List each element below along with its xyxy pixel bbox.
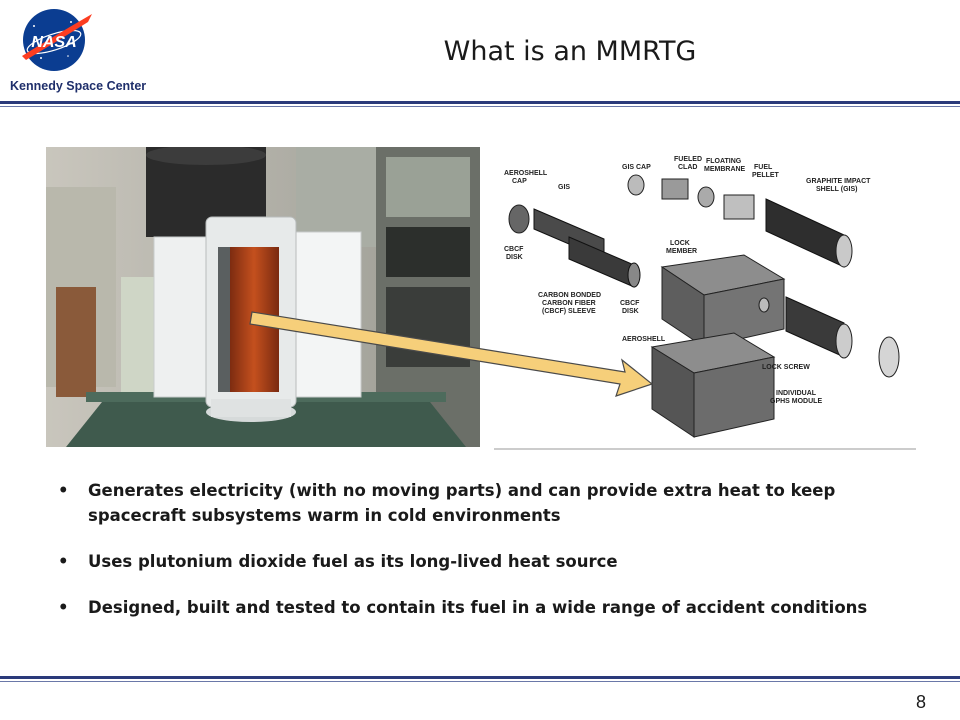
footer-rule-thin (0, 681, 960, 682)
bullet-marker: • (58, 481, 69, 500)
diagram-label: LOCK SCREW (762, 364, 810, 371)
footer-rule (0, 676, 960, 679)
bullet-text: Generates electricity (with no moving pa… (88, 481, 836, 525)
slide-title: What is an MMRTG (443, 36, 697, 67)
bullet-marker: • (58, 598, 69, 617)
diagram-label: GRAPHITE IMPACT (806, 178, 871, 185)
bullet-item: • Generates electricity (with no moving … (58, 478, 928, 528)
diagram-label: FUELED (674, 156, 702, 163)
diagram-label: CBCF (504, 246, 524, 253)
diagram-label: CARBON FIBER (542, 300, 596, 307)
diagram-label: CARBON BONDED (538, 292, 601, 299)
bullet-marker: • (58, 552, 69, 571)
diagram-label: MEMBER (666, 248, 697, 255)
diagram-label: SHELL (GIS) (816, 186, 857, 193)
bullet-text: Uses plutonium dioxide fuel as its long-… (88, 552, 618, 571)
diagram-label: DISK (506, 254, 523, 261)
diagram-label: GIS CAP (622, 164, 651, 171)
diagram-label: AEROSHELL (622, 336, 666, 343)
nasa-logo: NASA (16, 6, 96, 74)
header-rule-thin (0, 106, 960, 107)
center-name: Kennedy Space Center (10, 79, 147, 93)
gphs-exploded-diagram: AEROSHELL CAP GIS GIS CAP FUELED CLAD FL… (494, 147, 916, 450)
diagram-label: MEMBRANE (704, 166, 746, 173)
diagram-label: CBCF (620, 300, 640, 307)
pointer-arrow (240, 300, 660, 410)
bullet-item: • Uses plutonium dioxide fuel as its lon… (58, 549, 928, 574)
page-number: 8 (915, 692, 926, 712)
diagram-label: LOCK (670, 240, 690, 247)
bullet-item: • Designed, built and tested to contain … (58, 595, 928, 620)
diagram-label: GPHS MODULE (770, 398, 822, 405)
diagram-label: AEROSHELL (504, 170, 548, 177)
bullet-list: • Generates electricity (with no moving … (58, 478, 928, 641)
header-rule (0, 101, 960, 104)
diagram-label: FLOATING (706, 158, 742, 165)
diagram-label: CAP (512, 178, 527, 185)
diagram-label: INDIVIDUAL (776, 390, 817, 397)
diagram-label: DISK (622, 308, 639, 315)
nasa-logo-text: NASA (31, 34, 76, 51)
diagram-label: FUEL (754, 164, 773, 171)
diagram-label: (CBCF) SLEEVE (542, 308, 596, 315)
diagram-label: PELLET (752, 172, 780, 179)
mmrtg-photo (46, 145, 480, 447)
diagram-label: GIS (558, 184, 570, 191)
bullet-text: Designed, built and tested to contain it… (88, 598, 868, 617)
diagram-label: CLAD (678, 164, 697, 171)
